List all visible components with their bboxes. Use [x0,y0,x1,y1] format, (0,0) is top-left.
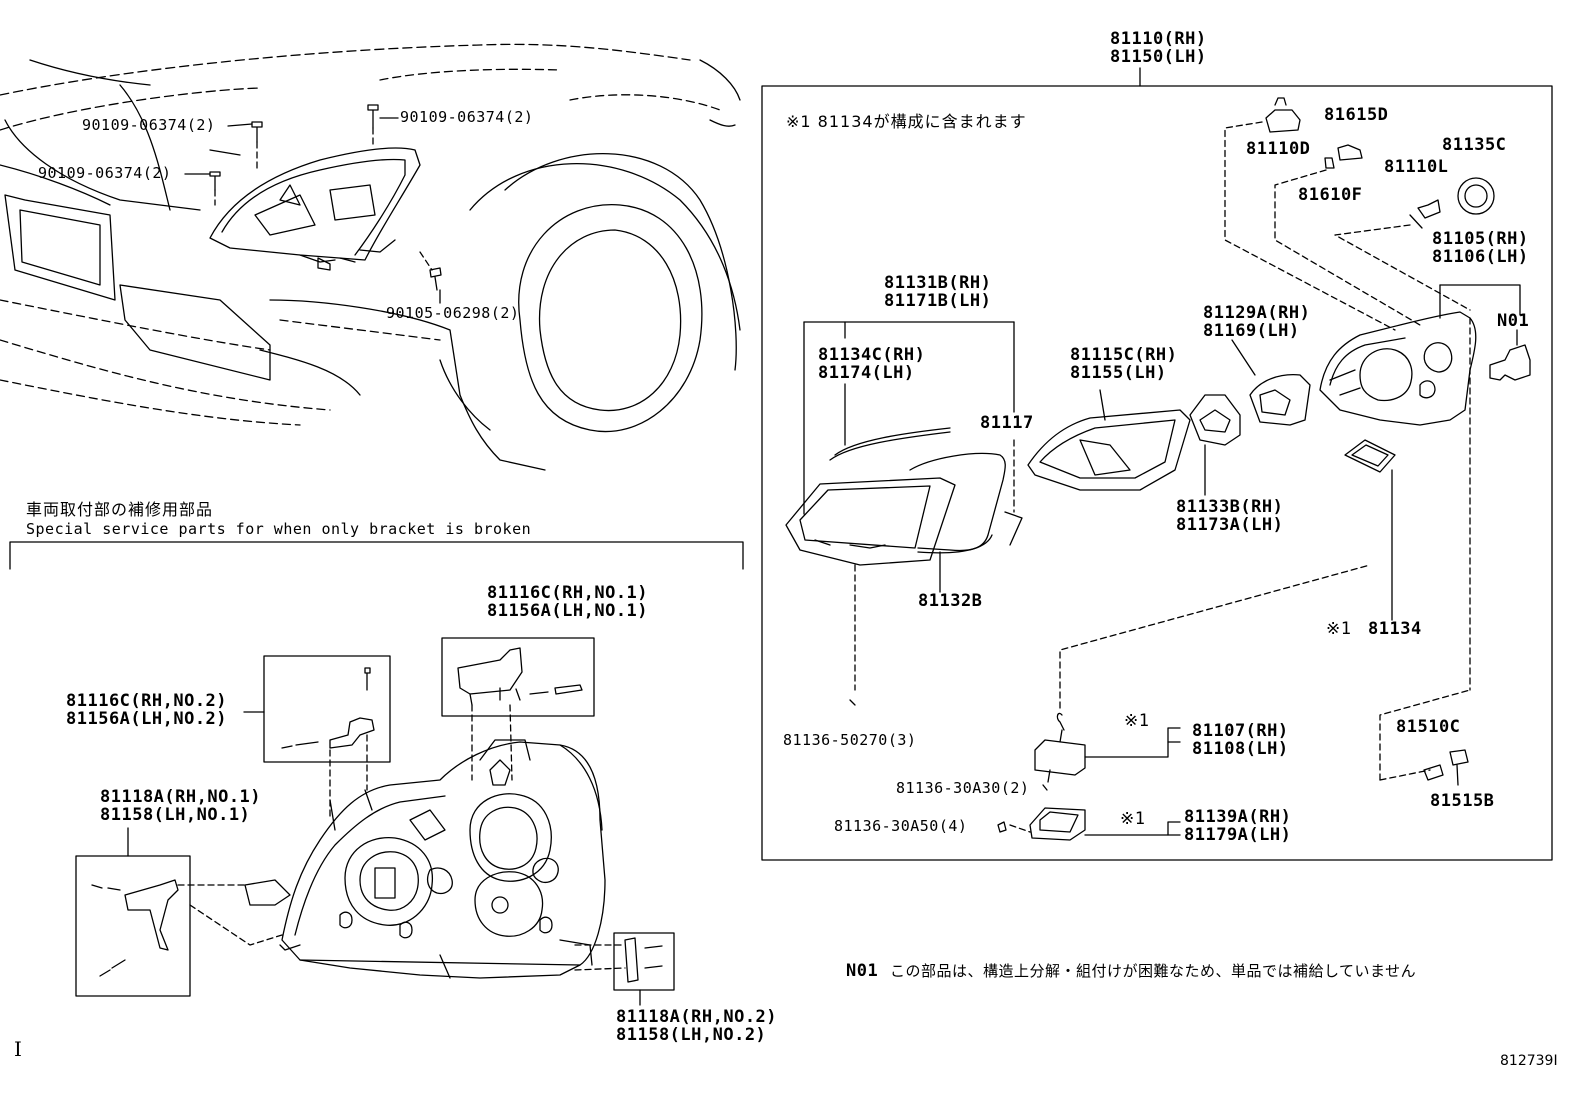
part-81108-lh[interactable]: 81108(LH) [1192,739,1289,759]
bolt-90109-a[interactable]: 90109-06374(2) [82,116,216,134]
part-81131B-rh[interactable]: 81131B(RH) [884,273,992,293]
part-81515B[interactable]: 81515B [1430,791,1495,811]
bracket-81116C-no2-rh[interactable]: 81116C(RH,NO.2) [66,691,228,711]
bracket-81118-no1-box [75,855,191,997]
part-81179A-lh[interactable]: 81179A(LH) [1184,825,1292,845]
bracket-81118A-no1-rh[interactable]: 81118A(RH,NO.1) [100,787,262,807]
bolt-90109-c[interactable]: 90109-06374(2) [38,164,172,182]
cursor-glyph: I [14,1037,23,1061]
headlamp-housing-back [244,739,606,979]
part-81132B[interactable]: 81132B [918,591,983,611]
bracket-no1-box [441,637,595,717]
bolt-90109-b[interactable]: 90109-06374(2) [400,108,534,126]
part-81134C-rh[interactable]: 81134C(RH) [818,345,926,365]
part-81134-mark: ※1 [1326,619,1352,639]
part-81117[interactable]: 81117 [980,413,1034,433]
part-81115C-rh[interactable]: 81115C(RH) [1070,345,1178,365]
main-assembly-lh: 81150(LH) [1110,47,1207,67]
part-81134[interactable]: 81134 [1368,619,1422,639]
part-81110L[interactable]: 81110L [1384,157,1449,177]
service-title-jp: 車両取付部の補修用部品 [26,500,214,519]
bracket-81116C-no1-rh[interactable]: 81116C(RH,NO.1) [487,583,649,603]
part-81136-30A50[interactable]: 81136-30A50(4) [834,817,968,835]
bracket-81118A-no2-rh[interactable]: 81118A(RH,NO.2) [616,1007,778,1027]
part-81129A-rh[interactable]: 81129A(RH) [1203,303,1311,323]
bracket-81158-no1-lh[interactable]: 81158(LH,NO.1) [100,805,251,825]
bracket-81156A-no1-lh[interactable]: 81156A(LH,NO.1) [487,601,649,621]
part-81139A-mark: ※1 [1120,809,1146,829]
bracket-81118-no2-box [613,932,675,991]
car-front-drawing [0,43,741,471]
bracket-81156A-no2-lh[interactable]: 81156A(LH,NO.2) [66,709,228,729]
part-81171B-lh[interactable]: 81171B(LH) [884,291,992,311]
part-81107-mark: ※1 [1124,711,1150,731]
service-title-en: Special service parts for when only brac… [26,520,532,538]
note-n01-code: N01 [846,961,879,981]
part-81105-rh[interactable]: 81105(RH) [1432,229,1529,249]
part-81136-50270[interactable]: 81136-50270(3) [783,731,917,749]
part-81139A-rh[interactable]: 81139A(RH) [1184,807,1292,827]
bracket-no2-box [263,655,391,763]
service-section-frame [9,541,744,570]
note-included: ※1 81134が構成に含まれます [786,112,1027,131]
part-81110D[interactable]: 81110D [1246,139,1311,159]
part-81107-rh[interactable]: 81107(RH) [1192,721,1289,741]
part-81173A-lh[interactable]: 81173A(LH) [1176,515,1284,535]
note-n01-text: この部品は、構造上分解・組付けが困難なため、単品では補給していません [890,962,1417,980]
part-N01[interactable]: N01 [1497,311,1530,331]
screw-90105[interactable]: 90105-06298(2) [386,304,520,322]
part-81610F[interactable]: 81610F [1298,185,1363,205]
part-81106-lh[interactable]: 81106(LH) [1432,247,1529,267]
bracket-81158-no2-lh[interactable]: 81158(LH,NO.2) [616,1025,767,1045]
part-81169-lh[interactable]: 81169(LH) [1203,321,1300,341]
part-81155-lh[interactable]: 81155(LH) [1070,363,1167,383]
assembly-frame [761,85,1553,861]
part-81174-lh[interactable]: 81174(LH) [818,363,915,383]
part-81136-30A30[interactable]: 81136-30A30(2) [896,779,1030,797]
diagram-id: 812739I [1500,1053,1558,1069]
main-assembly-rh: 81110(RH) [1110,29,1207,49]
part-81133B-rh[interactable]: 81133B(RH) [1176,497,1284,517]
part-81615D[interactable]: 81615D [1324,105,1389,125]
part-81510C[interactable]: 81510C [1396,717,1461,737]
part-81135C[interactable]: 81135C [1442,135,1507,155]
